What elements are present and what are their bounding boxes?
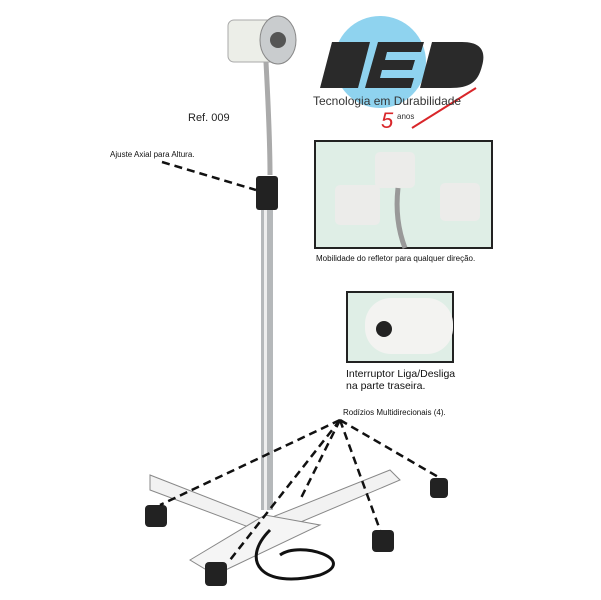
- switch-label-line1: Interruptor Liga/Desliga: [346, 368, 456, 380]
- reference-number: Ref. 009: [188, 112, 230, 124]
- switch-label: Interruptor Liga/Desliga na parte trasei…: [346, 368, 455, 392]
- height-adjust-label: Ajuste Axial para Altura.: [110, 150, 195, 159]
- logo-tagline: Tecnologia em Durabilidade: [313, 94, 462, 108]
- led-logo: [320, 16, 484, 129]
- logo-years-word: anos: [397, 112, 415, 121]
- logo-years-number: 5: [381, 108, 394, 133]
- wheels-label: Rodízios Multidirecionais (4).: [343, 408, 446, 417]
- height-knob: [256, 176, 278, 210]
- switch-label-line2: na parte traseira.: [346, 380, 426, 392]
- led-logo-letters: [320, 42, 484, 88]
- mobility-label: Mobilidade do refletor para qualquer dir…: [316, 254, 476, 263]
